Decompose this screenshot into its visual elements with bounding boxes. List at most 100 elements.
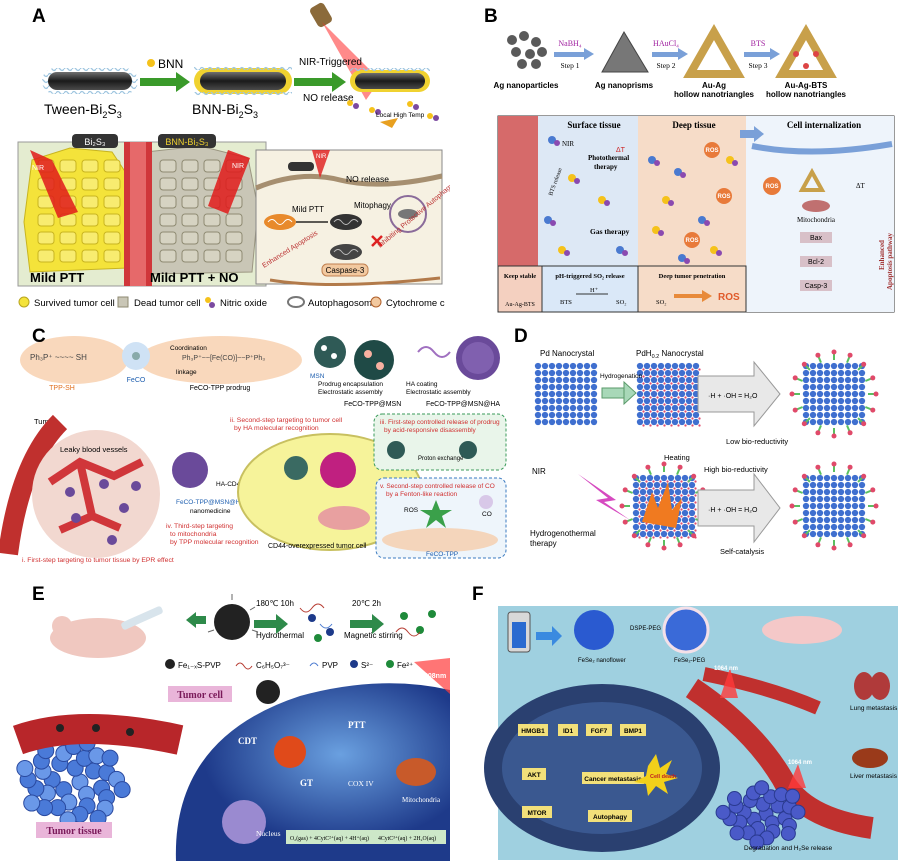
product-lattice-top <box>789 349 879 439</box>
svg-text:PVP: PVP <box>322 661 338 670</box>
tumor-cluster-f <box>715 780 806 850</box>
panel-e: E 180℃ 10h Hydrothermal 20℃ 2h Magnetic … <box>0 578 450 861</box>
svg-text:Tumor cell: Tumor cell <box>177 690 223 701</box>
svg-text:1064 nm: 1064 nm <box>714 666 738 672</box>
no-release-text: NO release <box>346 174 389 184</box>
panel-label-c: C <box>32 326 46 347</box>
svg-text:ROS: ROS <box>718 292 740 303</box>
mitochondria-c <box>318 506 370 530</box>
mouse-icon <box>50 618 146 658</box>
bnn-bi2s3-rod <box>194 66 292 96</box>
svg-text:COX IV: COX IV <box>348 779 374 788</box>
svg-text:C₆H₅O₇³⁻: C₆H₅O₇³⁻ <box>256 661 290 670</box>
heat-icon <box>380 118 398 128</box>
svg-text:Survived tumor cell: Survived tumor cell <box>34 298 115 309</box>
svg-text:FeCO-TPP: FeCO-TPP <box>426 551 458 558</box>
svg-text:ROS: ROS <box>765 184 778 190</box>
svg-text:nanomedicine: nanomedicine <box>190 508 231 515</box>
vessel-c <box>0 414 68 556</box>
autoclave-icon <box>507 611 531 653</box>
process-arrow-top <box>697 360 781 428</box>
mitochondria-lower <box>330 244 362 260</box>
panel-label-e: E <box>32 584 45 605</box>
svg-text:Hydrogenothermal: Hydrogenothermal <box>530 529 596 538</box>
bnn-bi2s3-tag: BNN-Bi₂S₃ <box>158 134 216 148</box>
svg-text:to mitochondria: to mitochondria <box>170 531 217 538</box>
fese2-nanoflower <box>574 610 614 650</box>
svg-text:NIR: NIR <box>316 154 327 160</box>
svg-text:BNN-Bi2S3: BNN-Bi2S3 <box>192 101 258 120</box>
svg-text:ID1: ID1 <box>563 728 574 735</box>
svg-text:ΔT: ΔT <box>856 182 866 190</box>
panel-a-svg: BNN NIR-Triggered NO release Tween-Bi2S3… <box>17 2 450 309</box>
svg-text:FeCO-TPP@MSN@HA: FeCO-TPP@MSN@HA <box>426 401 500 408</box>
svg-text:Casp-3: Casp-3 <box>805 283 828 290</box>
mitochondria-e <box>396 758 436 786</box>
feco-tpp-msn-ha <box>456 336 500 380</box>
svg-text:Self-catalysis: Self-catalysis <box>720 547 764 556</box>
membrane-b <box>751 141 893 155</box>
svg-text:Heating: Heating <box>664 453 690 462</box>
step-arrow-2 <box>294 72 346 92</box>
laser-808-beam <box>414 658 450 694</box>
pd-nanocrystal-label: Pd Nanocrystal <box>540 349 594 358</box>
panel-label-d: D <box>514 326 528 347</box>
au-ag-bts <box>775 23 837 78</box>
svg-text:Bi₂S₃: Bi₂S₃ <box>84 137 105 147</box>
svg-text:Nitric oxide: Nitric oxide <box>220 298 267 309</box>
legend-e: Fe₁₋ₓS-PVP C₆H₅O₇³⁻ PVP S²⁻ Fe²⁺ <box>165 659 413 670</box>
mild-ptt-no-label: Mild PTT + NO <box>150 270 238 285</box>
svg-text:v. Second-step controlled rele: v. Second-step controlled release of CO <box>380 483 495 490</box>
svg-text:BTS: BTS <box>560 299 572 306</box>
svg-text:CD44-overexpressed tumor cell: CD44-overexpressed tumor cell <box>268 543 367 550</box>
svg-text:ROS: ROS <box>705 148 718 154</box>
svg-text:S²⁻: S²⁻ <box>361 661 373 670</box>
svg-text:AKT: AKT <box>527 772 540 779</box>
nir-beam-right <box>208 150 250 214</box>
ha-coating <box>417 346 451 358</box>
released-rod <box>350 68 430 92</box>
svg-text:by HA molecular recognition: by HA molecular recognition <box>234 425 319 432</box>
arrow-b-header <box>740 126 764 142</box>
svg-text:Mild PTT: Mild PTT <box>292 205 324 214</box>
hydrogenation-arrow <box>601 380 637 406</box>
nir-triggered-label: NIR-Triggered <box>299 57 362 68</box>
tissue-particles <box>544 136 738 264</box>
pd-lattice <box>534 362 598 426</box>
step-arrow-1 <box>140 72 190 92</box>
tumor-tissue-tag <box>36 822 112 838</box>
svg-text:by acid-responsive disassembly: by acid-responsive disassembly <box>384 427 477 434</box>
vessel-f <box>685 678 874 839</box>
svg-text:BTS: BTS <box>751 39 766 48</box>
panel-d: D Pd Nanocrystal PdH0.2 Nanocrystal Hydr… <box>512 322 901 567</box>
svg-text:Low bio-reductivity: Low bio-reductivity <box>726 437 788 446</box>
au-ag-hollow <box>683 23 745 78</box>
tween-bi2s3-rod <box>42 68 138 94</box>
ag-nanoprism <box>601 30 649 73</box>
svg-text:Caspase-3: Caspase-3 <box>326 266 365 275</box>
reagent-mix-1 <box>299 603 334 642</box>
vessel-e <box>12 714 184 755</box>
svg-text:hollow nanotriangles: hollow nanotriangles <box>766 90 847 99</box>
mild-ptt-label: Mild PTT <box>30 270 84 285</box>
svg-text:Hydrothermal: Hydrothermal <box>256 631 304 640</box>
svg-text:HMGB1: HMGB1 <box>521 728 545 735</box>
svg-text:Mitochondria: Mitochondria <box>797 216 836 224</box>
svg-text:Ag nanoprisms: Ag nanoprisms <box>595 81 654 90</box>
svg-text:Fe²⁺: Fe²⁺ <box>397 661 413 670</box>
svg-text:NIR: NIR <box>32 165 44 172</box>
equation-box <box>286 830 446 844</box>
svg-text:FeSe₂-PEG: FeSe₂-PEG <box>674 658 706 664</box>
svg-text:Prodrug encapsulation: Prodrug encapsulation <box>318 381 383 388</box>
fes-particle <box>214 604 250 640</box>
flame-icon <box>642 482 682 528</box>
mitochondria-left <box>264 214 296 230</box>
svg-text:iii. First-step controlled rel: iii. First-step controlled release of pr… <box>380 419 500 426</box>
nucleus-e <box>222 800 266 844</box>
svg-text:hollow nanotriangles: hollow nanotriangles <box>674 90 755 99</box>
svg-text:Mitophagy: Mitophagy <box>354 201 391 210</box>
svg-text:NIR: NIR <box>532 467 546 476</box>
svg-text:Tween-Bi2S3: Tween-Bi2S3 <box>44 101 122 120</box>
svg-text:Liver metastasis: Liver metastasis <box>850 773 898 780</box>
msn-particle <box>314 336 346 368</box>
